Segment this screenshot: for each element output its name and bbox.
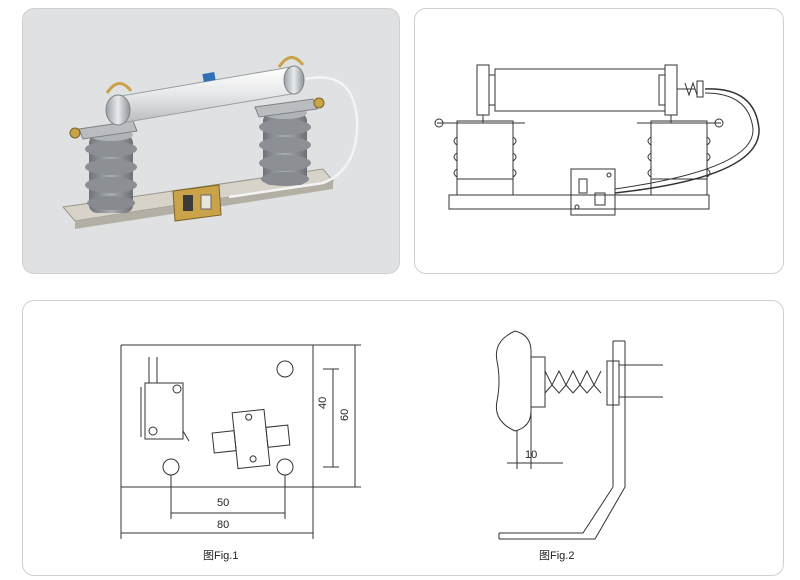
fig1-actuator (211, 408, 291, 470)
fuse-tube-outline (494, 68, 666, 112)
dim-40-label: 40 (317, 396, 329, 409)
dim-60-label: 60 (339, 408, 351, 421)
right-insulator-outline (647, 120, 711, 196)
microswitch-plate-outline (570, 168, 616, 216)
fuse-tube (105, 65, 305, 126)
dim-80-label: 80 (217, 519, 230, 531)
microswitch-board (172, 184, 222, 222)
product-photo-panel (22, 8, 400, 274)
dimension-drawings (120, 330, 663, 540)
dim-10-label: 10 (525, 449, 538, 461)
assembly-line-drawing (434, 64, 760, 216)
dim-50-label: 50 (217, 497, 230, 509)
fig1-plate (120, 344, 314, 488)
fuse-assembly-illustration (62, 56, 359, 229)
fig2-striker (495, 330, 663, 540)
left-insulator (85, 129, 137, 213)
fig1-microswitch (140, 357, 190, 442)
right-insulator (259, 107, 311, 186)
dimension-drawings-panel: 50 80 40 60 10 图Fig.1 图Fig.2 (22, 300, 784, 576)
fig2-caption: 图Fig.2 (539, 550, 575, 562)
assembly-drawing-panel (414, 8, 784, 274)
left-insulator-outline (453, 120, 517, 196)
base-outline (448, 194, 710, 210)
fig1-caption: 图Fig.1 (203, 550, 239, 562)
